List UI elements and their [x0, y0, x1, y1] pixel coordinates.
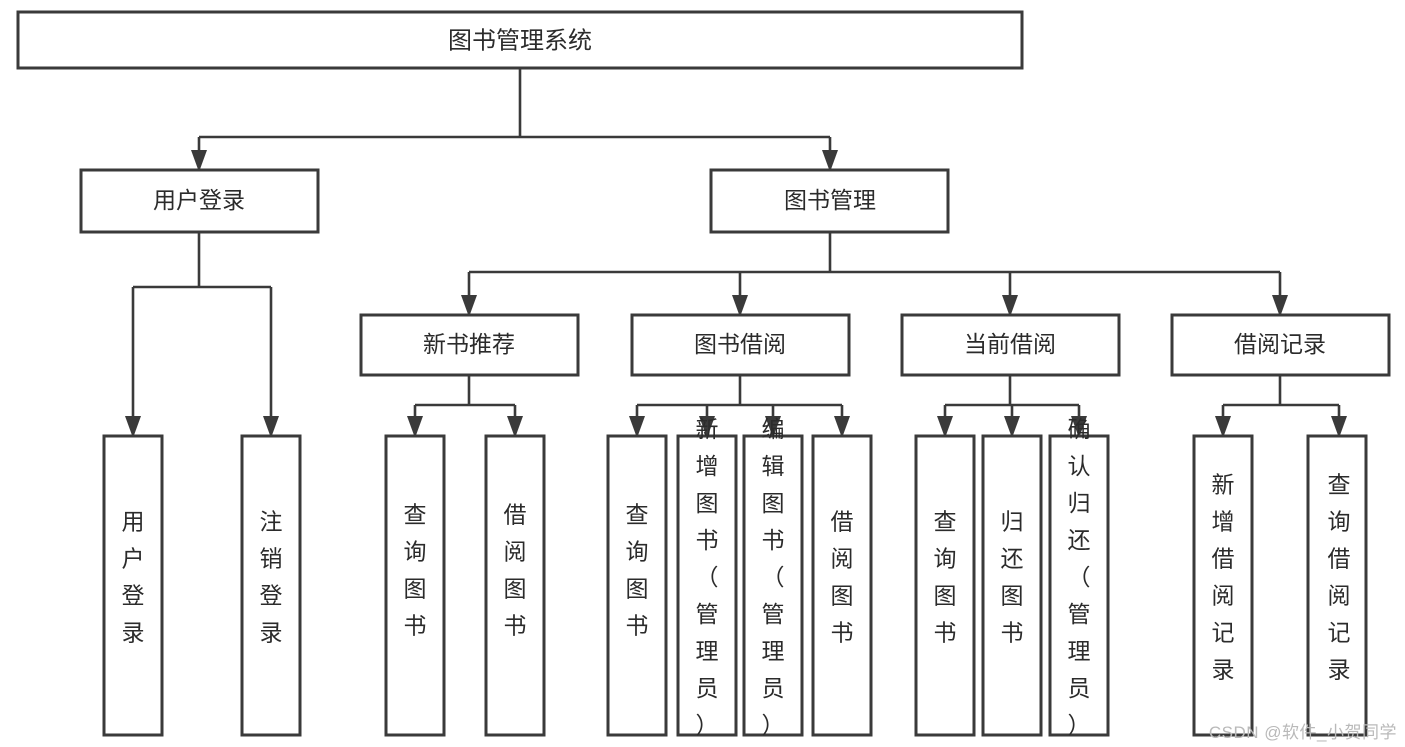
arrowhead-leaf-add-record	[1215, 416, 1231, 438]
new-book-rec-label: 新书推荐	[423, 331, 515, 357]
current-borrow-label: 当前借阅	[964, 331, 1056, 357]
node-borrow-record[interactable]: 借阅记录	[1170, 313, 1391, 377]
leaf-query-book-bor-box[interactable]	[606, 434, 668, 737]
node-leaf-add-record[interactable]: 新增借阅记录	[1192, 434, 1254, 737]
leaf-confirm-return-box[interactable]	[1048, 434, 1110, 737]
leaf-edit-book-label: 编辑图书（管理员）	[762, 416, 785, 738]
leaf-add-record-box[interactable]	[1192, 434, 1254, 737]
leaf-borrow-book-rec-label: 借阅图书	[504, 502, 527, 639]
leaf-return-book-box[interactable]	[981, 434, 1043, 737]
leaf-return-book-label: 归还图书	[1001, 509, 1024, 646]
book-borrow-label: 图书借阅	[694, 331, 786, 357]
leaf-query-book-rec-box[interactable]	[384, 434, 446, 737]
arrowhead-leaf-query-book-rec	[407, 416, 423, 438]
user-login-box[interactable]	[79, 168, 320, 234]
node-book-borrow[interactable]: 图书借阅	[630, 313, 851, 377]
user-login-label: 用户登录	[153, 187, 245, 213]
arrowhead-leaf-query-book-cur	[937, 416, 953, 438]
node-leaf-add-book[interactable]: 新增图书（管理员）	[676, 416, 738, 738]
arrowhead-current-borrow	[1002, 295, 1018, 317]
node-leaf-user-login[interactable]: 用户登录	[102, 434, 164, 737]
root-box[interactable]	[16, 10, 1024, 70]
node-leaf-query-record[interactable]: 查询借阅记录	[1306, 434, 1368, 737]
leaf-user-login-label: 用户登录	[122, 509, 145, 646]
leaf-query-book-rec-label: 查询图书	[404, 502, 427, 639]
leaf-logout-box[interactable]	[240, 434, 302, 737]
leaf-confirm-return-label: 确认归还（管理员）	[1068, 416, 1091, 738]
book-manage-label: 图书管理	[784, 187, 876, 213]
arrowhead-leaf-query-book-bor	[629, 416, 645, 438]
arrowhead-leaf-edit-book	[765, 416, 781, 438]
root-label: 图书管理系统	[448, 27, 592, 54]
arrowhead-book-manage	[822, 150, 838, 172]
node-root[interactable]: 图书管理系统	[16, 10, 1024, 70]
leaf-query-book-cur-label: 查询图书	[934, 509, 957, 646]
arrowhead-leaf-borrow-book	[834, 416, 850, 438]
node-leaf-confirm-return[interactable]: 确认归还（管理员）	[1048, 416, 1110, 738]
edge-layer	[125, 68, 1347, 438]
borrow-record-label: 借阅记录	[1234, 331, 1326, 357]
node-leaf-edit-book[interactable]: 编辑图书（管理员）	[742, 416, 804, 738]
arrowhead-new-book-rec	[461, 295, 477, 317]
leaf-query-book-bor-label: 查询图书	[626, 502, 649, 639]
node-leaf-query-book-rec[interactable]: 查询图书	[384, 434, 446, 737]
arrowhead-leaf-query-record	[1331, 416, 1347, 438]
leaf-query-record-box[interactable]	[1306, 434, 1368, 737]
node-leaf-query-book-bor[interactable]: 查询图书	[606, 434, 668, 737]
leaf-add-book-label: 新增图书（管理员）	[696, 416, 719, 738]
leaf-layer: 用户登录 注销登录 查询图书 借阅图书 查询图书 新增图书（管理员） 编辑图书（…	[102, 416, 1368, 738]
leaf-logout-label: 注销登录	[260, 509, 283, 646]
arrowhead-user-login	[191, 150, 207, 172]
arrowhead-leaf-borrow-book-rec	[507, 416, 523, 438]
arrowhead-leaf-user-login	[125, 416, 141, 438]
node-leaf-borrow-book[interactable]: 借阅图书	[811, 434, 873, 737]
leaf-add-book-box[interactable]	[676, 434, 738, 737]
leaf-add-record-label: 新增借阅记录	[1212, 472, 1235, 683]
borrow-record-box[interactable]	[1170, 313, 1391, 377]
node-new-book-rec[interactable]: 新书推荐	[359, 313, 580, 377]
node-leaf-logout[interactable]: 注销登录	[240, 434, 302, 737]
node-user-login[interactable]: 用户登录	[79, 168, 320, 234]
leaf-user-login-box[interactable]	[102, 434, 164, 737]
node-book-manage[interactable]: 图书管理	[709, 168, 950, 234]
leaf-borrow-book-box[interactable]	[811, 434, 873, 737]
leaf-edit-book-box[interactable]	[742, 434, 804, 737]
current-borrow-box[interactable]	[900, 313, 1121, 377]
node-leaf-return-book[interactable]: 归还图书	[981, 434, 1043, 737]
arrowhead-leaf-return-book	[1004, 416, 1020, 438]
arrowhead-leaf-add-book	[699, 416, 715, 438]
leaf-query-book-cur-box[interactable]	[914, 434, 976, 737]
node-leaf-borrow-book-rec[interactable]: 借阅图书	[484, 434, 546, 737]
book-borrow-box[interactable]	[630, 313, 851, 377]
node-leaf-query-book-cur[interactable]: 查询图书	[914, 434, 976, 737]
arrowhead-borrow-record	[1272, 295, 1288, 317]
book-manage-box[interactable]	[709, 168, 950, 234]
new-book-rec-box[interactable]	[359, 313, 580, 377]
arrowhead-leaf-confirm-return	[1071, 416, 1087, 438]
node-current-borrow[interactable]: 当前借阅	[900, 313, 1121, 377]
leaf-borrow-book-label: 借阅图书	[831, 509, 854, 646]
leaf-borrow-book-rec-box[interactable]	[484, 434, 546, 737]
arrowhead-book-borrow	[732, 295, 748, 317]
arrowhead-leaf-logout	[263, 416, 279, 438]
leaf-query-record-label: 查询借阅记录	[1328, 472, 1351, 683]
